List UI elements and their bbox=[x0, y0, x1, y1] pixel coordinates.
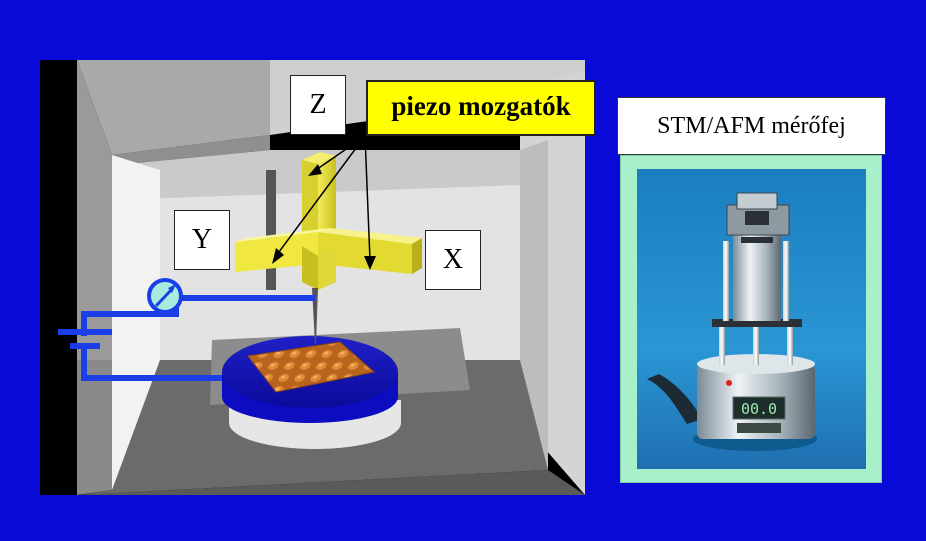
display-panel bbox=[732, 396, 786, 420]
inner-top-lip bbox=[112, 135, 270, 165]
rod-2 bbox=[787, 327, 793, 365]
rod-4 bbox=[723, 241, 729, 321]
arrow-head-z bbox=[308, 164, 322, 176]
support-post bbox=[266, 170, 276, 290]
scanner-tube bbox=[733, 229, 781, 321]
piezo-z-side bbox=[302, 152, 320, 246]
ribbon-cable bbox=[647, 374, 702, 424]
head-top bbox=[736, 192, 778, 210]
rod-5 bbox=[783, 241, 789, 321]
photo-title: STM/AFM mérőfej bbox=[617, 97, 886, 155]
probe-tip bbox=[312, 288, 318, 344]
stm-head-photo-illustration: 00.0 bbox=[637, 169, 866, 469]
arrow-line-y bbox=[275, 135, 366, 257]
axis-label-x: X bbox=[425, 230, 481, 290]
ceiling-left bbox=[77, 60, 270, 155]
atomic-surface bbox=[247, 341, 376, 393]
piezo-z-top bbox=[302, 152, 336, 164]
ring-lower bbox=[712, 319, 802, 327]
left-wall-lower bbox=[77, 360, 112, 495]
piezo-center-front bbox=[318, 250, 336, 290]
red-indicator bbox=[726, 380, 732, 386]
stm-head-photo: 00.0 bbox=[637, 169, 866, 469]
piezo-callout: piezo mozgatók bbox=[366, 80, 596, 136]
arrow-line-z bbox=[312, 135, 366, 173]
arrow-line-x bbox=[364, 135, 371, 261]
rod-1 bbox=[719, 327, 725, 365]
piezo-center-block bbox=[302, 246, 318, 290]
piezo-x-arm-top bbox=[318, 228, 422, 244]
head-clamp bbox=[741, 237, 773, 243]
axis-label-y: Y bbox=[174, 210, 230, 270]
circuit-wire-bottom bbox=[81, 346, 222, 381]
circuit-wire-top bbox=[81, 295, 315, 336]
floor-front bbox=[80, 470, 585, 495]
axis-label-z: Z bbox=[290, 75, 346, 135]
piezo-x-arm-end bbox=[412, 238, 422, 274]
arrow-head-y bbox=[272, 248, 284, 264]
ammeter-needle-head bbox=[168, 284, 176, 293]
piezo-x-arm bbox=[318, 232, 412, 274]
display-digits: 00.0 bbox=[741, 400, 777, 418]
piezo-y-arm-top bbox=[235, 228, 330, 242]
photo-frame: 00.0 bbox=[620, 155, 882, 483]
display-subpanel bbox=[737, 423, 781, 433]
rod-3 bbox=[753, 327, 759, 365]
ammeter-needle bbox=[154, 286, 175, 308]
head-window bbox=[745, 211, 769, 225]
arrow-head-x bbox=[364, 256, 376, 270]
